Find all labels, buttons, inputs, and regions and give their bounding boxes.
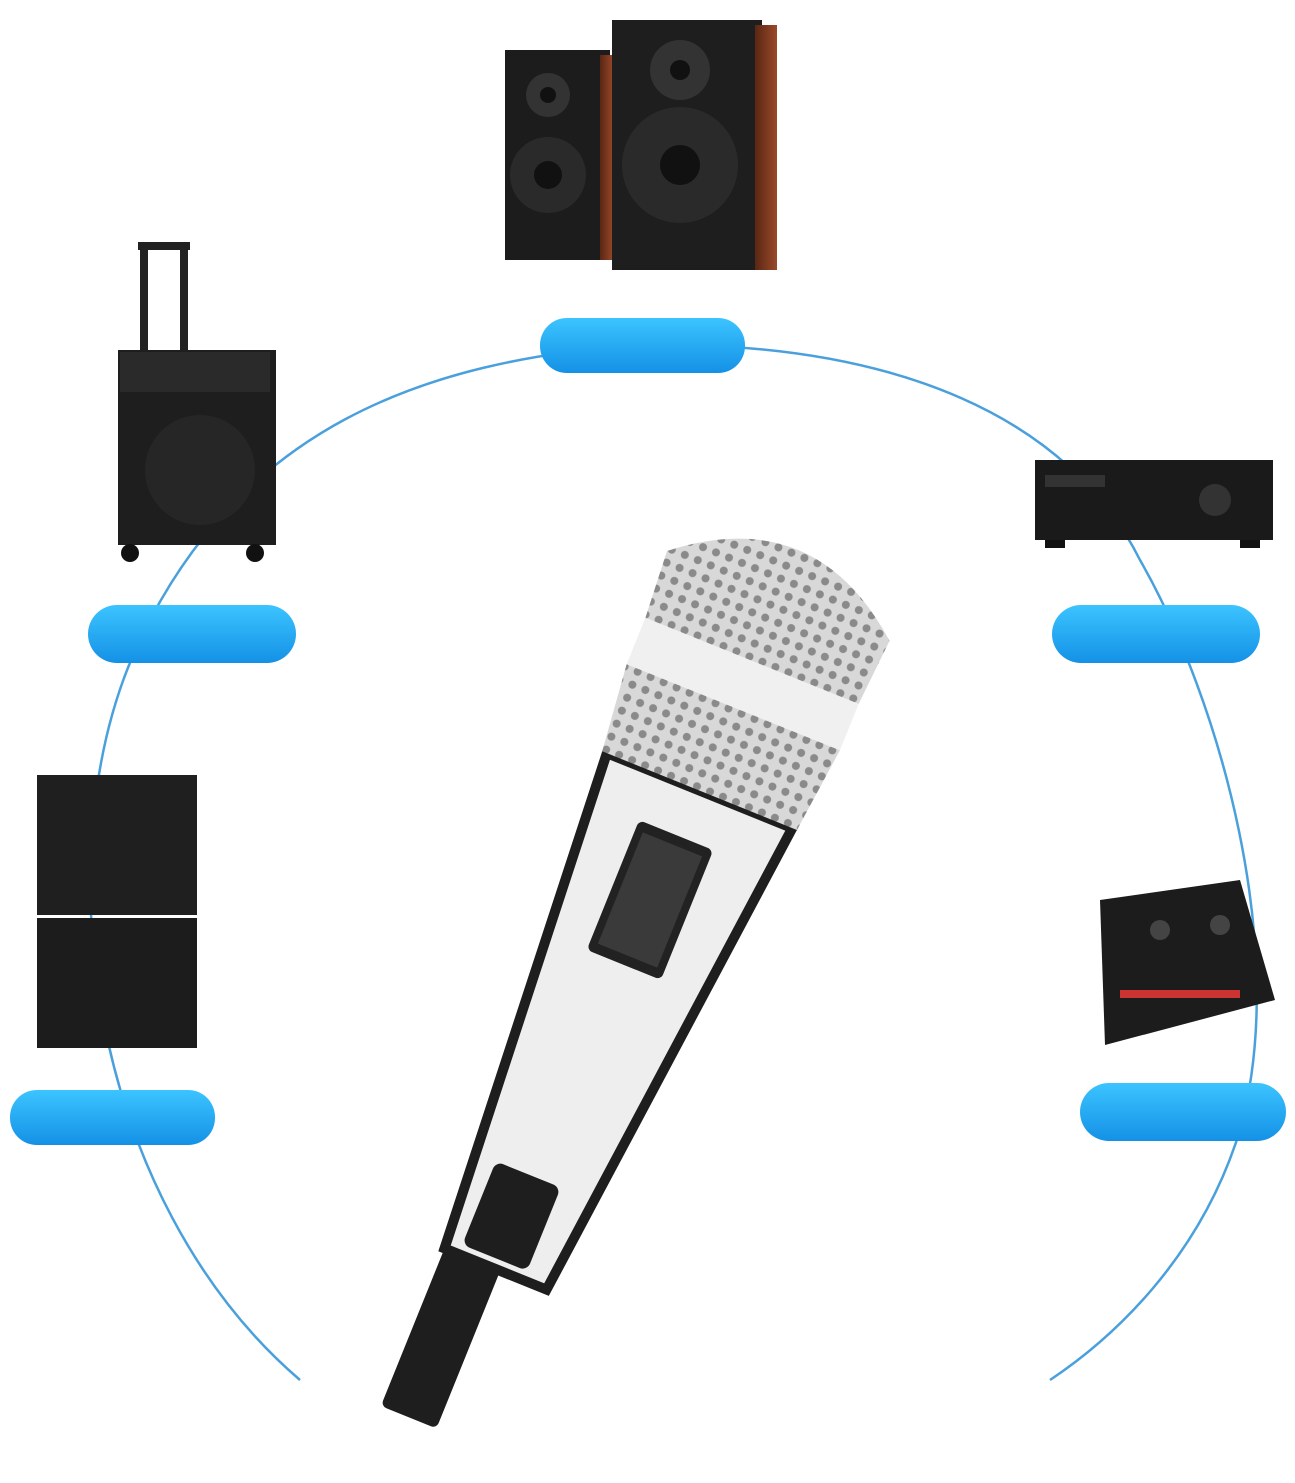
- label-pill-lower-left: [10, 1090, 215, 1145]
- bookshelf-speakers-image: [505, 20, 777, 270]
- label-pill-lower-right: [1080, 1083, 1286, 1141]
- stage-monitor-image: [37, 775, 197, 1048]
- sound-card-image: [1100, 880, 1275, 1045]
- label-pill-upper-right: [1052, 605, 1260, 663]
- label-pill-top: [540, 318, 745, 373]
- av-receiver-image: [1035, 460, 1273, 548]
- label-pill-upper-left: [88, 605, 296, 663]
- microphone-image: [382, 538, 890, 1427]
- trolley-speaker-image: [118, 242, 276, 562]
